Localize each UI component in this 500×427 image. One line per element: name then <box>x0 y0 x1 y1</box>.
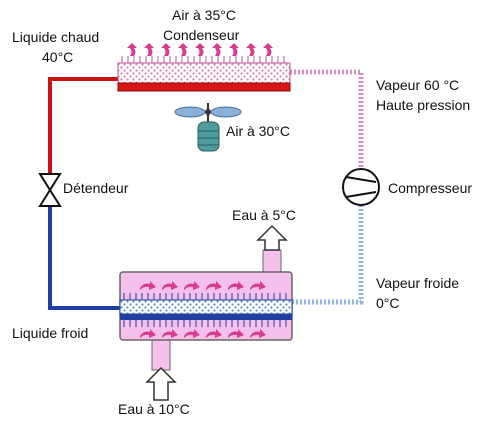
water-flow-arrow-icon <box>184 281 200 290</box>
water-flow-arrow-icon <box>162 329 178 338</box>
water-in-arrow-icon <box>145 366 177 401</box>
condenser-label: Condenseur <box>163 27 240 43</box>
water-flow-arrow-icon <box>140 329 156 338</box>
condenser-air-arrows <box>127 43 273 56</box>
hot-liquid-pipe <box>48 77 118 180</box>
compressor-label: Compresseur <box>388 180 472 196</box>
air-arrow-icon <box>178 43 188 56</box>
water-flow-arrow-icon <box>184 329 200 338</box>
expansion-valve-label: Détendeur <box>63 180 129 196</box>
evaporator-water-arrows <box>140 281 266 338</box>
water-flow-arrow-icon <box>228 281 244 290</box>
water-out-label: Eau à 5°C <box>232 207 296 223</box>
water-flow-arrow-icon <box>228 329 244 338</box>
cold-liquid-pipe <box>48 200 120 310</box>
water-flow-arrow-icon <box>162 281 178 290</box>
evaporator-fins <box>123 293 287 327</box>
hot-liquid-temp-label: 40°C <box>42 49 73 65</box>
air-arrow-icon <box>229 43 239 56</box>
water-flow-arrow-icon <box>206 329 222 338</box>
cold-liquid-label: Liquide froid <box>12 325 88 341</box>
hot-vapor-pipe <box>290 69 364 168</box>
water-flow-arrow-icon <box>250 329 266 338</box>
water-flow-arrow-icon <box>140 281 156 290</box>
air-arrow-icon <box>263 43 273 56</box>
hot-liquid-label: Liquide chaud <box>12 29 99 45</box>
air-arrow-icon <box>195 43 205 56</box>
valve-icon <box>38 173 62 207</box>
water-in-label: Eau à 10°C <box>118 401 190 417</box>
air-arrow-icon <box>212 43 222 56</box>
air-arrow-icon <box>127 43 137 56</box>
cold-vapor-pipe <box>292 205 364 305</box>
water-out-arrow-icon <box>256 224 288 251</box>
cold-vapor-temp-label: 0°C <box>376 295 400 311</box>
compressor-icon <box>342 168 380 206</box>
air-arrow-icon <box>144 43 154 56</box>
condenser <box>117 43 291 92</box>
fan-icon <box>174 103 242 152</box>
hot-vapor-label: Vapeur 60 °C <box>376 77 459 93</box>
air-out-label: Air à 35°C <box>172 7 236 23</box>
condenser-fins <box>121 56 285 63</box>
fan-air-label: Air à 30°C <box>226 123 290 139</box>
water-flow-arrow-icon <box>206 281 222 290</box>
cold-vapor-label: Vapeur froide <box>376 275 459 291</box>
air-arrow-icon <box>161 43 171 56</box>
air-arrow-icon <box>246 43 256 56</box>
high-pressure-label: Haute pression <box>376 97 470 113</box>
evaporator <box>119 249 293 371</box>
water-flow-arrow-icon <box>250 281 266 290</box>
